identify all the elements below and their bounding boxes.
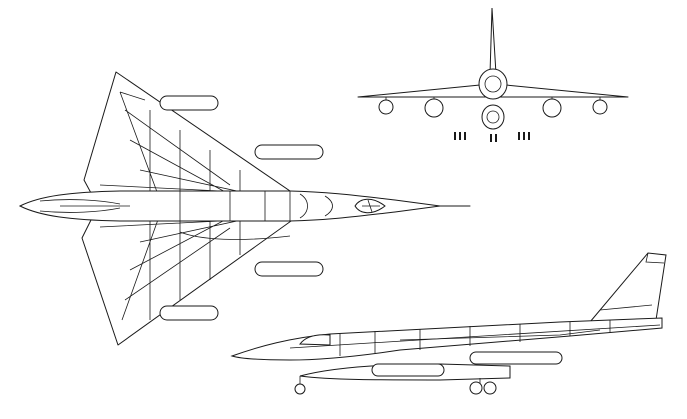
front-view xyxy=(357,7,629,142)
plan-wing-leading-edge-detail xyxy=(179,231,291,240)
plan-view xyxy=(18,71,471,346)
plan-engine-pod-2 xyxy=(254,144,324,160)
front-fuselage xyxy=(478,68,508,100)
plan-engine-pod-4 xyxy=(159,305,219,321)
side-wing-root xyxy=(399,329,601,341)
side-fuselage xyxy=(230,317,663,361)
side-nose-wheel xyxy=(294,383,306,395)
side-landing-gear xyxy=(294,376,497,395)
front-weapons-pod xyxy=(481,104,505,130)
front-landing-gear xyxy=(454,132,530,142)
front-intake xyxy=(484,75,502,93)
side-main-wheel-2 xyxy=(483,381,497,395)
front-vertical-tail xyxy=(489,7,497,75)
plan-fuselage-details xyxy=(39,191,333,221)
side-vertical-tail xyxy=(588,252,667,323)
front-engines xyxy=(378,97,608,118)
front-engine-4 xyxy=(592,99,608,115)
plan-canopy-frame xyxy=(362,199,380,213)
front-engine-2 xyxy=(424,98,444,118)
side-view xyxy=(230,252,667,395)
side-cockpit-canopy xyxy=(299,334,331,346)
side-engine-nacelle-2 xyxy=(371,363,445,377)
front-engine-3 xyxy=(542,98,562,118)
plan-engine-pods xyxy=(159,95,324,321)
front-weapons-pod-inner xyxy=(486,110,500,124)
front-engine-1 xyxy=(378,99,394,115)
side-engine-nacelle-1 xyxy=(469,351,563,365)
side-main-wheel-1 xyxy=(469,381,483,395)
side-tail-details xyxy=(599,252,665,311)
plan-engine-pod-3 xyxy=(254,261,324,277)
plan-engine-pod-1 xyxy=(159,95,219,111)
